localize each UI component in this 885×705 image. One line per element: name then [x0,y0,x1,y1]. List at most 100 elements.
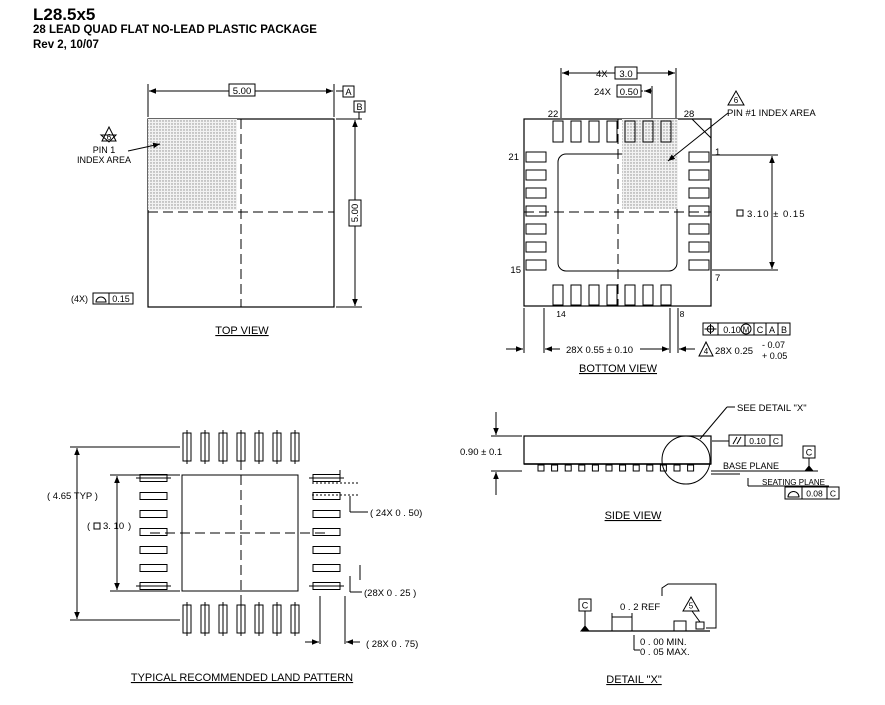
top-height-dim: 5.00 [350,204,361,223]
land-pitch-dim: ( 24X 0 . 50) [370,508,422,519]
datum-a: A [345,87,351,97]
detail-x-labels: C 0 . 2 REF 5 0 . 00 MIN. 0 . 05 MAX. DE… [582,601,694,687]
lead-width-count: 24X [594,87,612,98]
tol-datum-a: A [769,325,775,335]
pin-1-label: 1 [715,147,720,158]
land-pattern-caption: TYPICAL RECOMMENDED LAND PATTERN [131,672,353,684]
land-pad-right [312,546,341,554]
pin-8-label: 8 [680,309,685,319]
bottom-lead-bottom [606,284,618,306]
bottom-pin1-hatch [622,119,678,209]
bottom-lead-bottom [660,284,672,306]
detail-x-caption: DETAIL "X" [606,674,662,686]
land-pad-right [312,510,341,518]
bottom-lead-top [660,120,672,143]
bottom-lead-top [606,120,618,143]
bottom-lead-bottom [642,284,654,306]
land-pad-close-paren: ) [128,521,131,532]
detail-ref-dim: 0 . 2 REF [620,602,660,613]
pitch-value: 3.0 [619,69,632,80]
bottom-lead-top [570,120,582,143]
side-lead [564,464,572,472]
detail-min-dim: 0 . 00 MIN. [640,637,686,648]
bottom-view-labels: 4X 3.0 24X 0.50 6 PIN #1 INDEX AREA 22 2… [508,69,816,375]
detail-datum-c: C [582,601,589,611]
revision-label: Rev 2, 10/07 [33,39,99,51]
land-pad-right [312,492,341,500]
flatness-count: (4X) [71,294,88,304]
tol-modifier: M [743,326,750,335]
land-pads [136,430,344,636]
land-width-dim: (28X 0 . 25 ) [364,588,416,599]
side-height-dim: 0.90 ± 0.1 [460,447,502,458]
side-view-caption: SIDE VIEW [605,510,662,522]
lead-tol-minus: - 0.07 [762,340,785,350]
land-pad-left [139,528,168,536]
bottom-view [506,66,791,357]
bottom-lead-bottom [624,284,636,306]
pin-21-label: 21 [508,152,519,163]
exposed-pad-dim: 3.10 ± 0.15 [747,209,805,220]
tol-value: 0.10 [723,325,741,335]
land-pad-left [139,492,168,500]
land-pad-right [312,528,341,536]
top-view-caption: TOP VIEW [215,325,269,337]
drawing-title: L28.5x5 [33,5,96,24]
pitch-count: 4X [596,69,608,80]
package-description: 28 LEAD QUAD FLAT NO-LEAD PLASTIC PACKAG… [33,24,317,36]
bottom-lead-top [624,120,636,143]
detail-x [578,583,717,651]
bottom-lead-left [525,169,547,181]
land-length-dim: ( 28X 0 . 75) [366,639,418,650]
side-view [491,406,840,500]
bottom-lead-left [525,205,547,217]
side-lead [591,464,599,472]
bottom-lead-right [688,205,710,217]
pin-22-label: 22 [548,109,559,120]
side-view-labels: SEE DETAIL "X" 0.90 ± 0.1 0.10 C C BASE … [460,403,836,522]
land-pad-left [139,510,168,518]
lead-width-dim: 28X 0.25 [715,346,753,357]
top-view [92,83,366,308]
bottom-lead-bottom [588,284,600,306]
side-lead [687,464,695,472]
pin1-label-line1: PIN 1 [93,145,116,155]
parallel-datum: C [773,436,779,446]
bottom-lead-bottom [570,284,582,306]
bottom-lead-left [525,241,547,253]
land-pad-right [312,564,341,572]
pin1-label-line2: INDEX AREA [77,155,131,165]
side-lead [605,464,613,472]
side-lead [673,464,681,472]
land-pad-dim: 3. 10 [103,521,124,532]
bottom-lead-right [688,223,710,235]
coplanarity-value: 0.08 [806,489,823,499]
datum-b: B [356,102,362,112]
bottom-lead-left [525,259,547,271]
pin-7-label: 7 [715,273,720,284]
side-lead [578,464,586,472]
land-pad-left [139,546,168,554]
side-lead [551,464,559,472]
pin-14-label: 14 [556,309,566,319]
bottom-lead-bottom [552,284,564,306]
land-overall-dim: ( 4.65 TYP ) [47,491,98,502]
tol-datum-b: B [781,325,787,335]
pin-15-label: 15 [510,265,521,276]
see-detail-label: SEE DETAIL "X" [737,403,807,414]
bottom-lead-top [552,120,564,143]
land-pad-left [139,564,168,572]
bottom-lead-right [688,169,710,181]
detail-x-circle [661,435,711,485]
flatness-value: 0.15 [112,294,130,304]
lead-length-dim: 28X 0.55 ± 0.10 [566,345,633,356]
note-6-bottom: 6 [734,96,739,105]
pin-28-label: 28 [684,109,695,120]
detail-body-outline [661,583,717,629]
bottom-view-caption: BOTTOM VIEW [579,363,658,375]
side-leads [537,464,695,472]
bottom-lead-left [525,187,547,199]
detail-max-dim: 0 . 05 MAX. [640,647,690,658]
land-pattern [70,430,368,645]
